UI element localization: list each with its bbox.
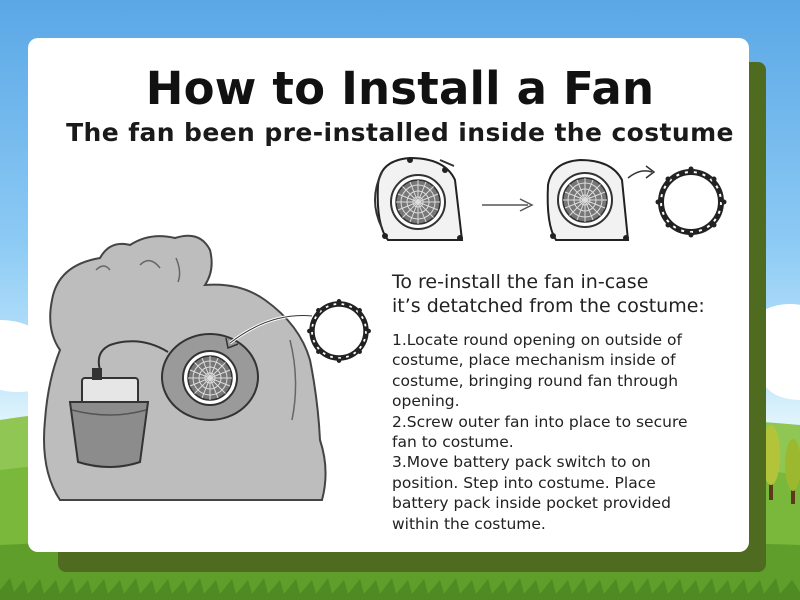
step-line: opening.	[392, 392, 460, 411]
tree-icon	[762, 425, 780, 500]
reinstall-line-2: it’s detatched from the costume:	[392, 295, 705, 317]
step-line: fan to costume.	[392, 433, 514, 452]
reinstall-heading: To re-install the fan in-case it’s detat…	[392, 270, 752, 318]
fan-icon	[161, 333, 259, 421]
step-line: position. Step into costume. Place	[392, 473, 656, 492]
fan-icon	[546, 158, 656, 241]
page-title: How to Install a Fan	[145, 62, 655, 115]
step-line: 1.Locate round opening on outside of	[392, 331, 682, 349]
fan-ring-icon	[656, 167, 727, 238]
arrow-icon	[482, 198, 534, 212]
battery-pack-icon	[68, 368, 150, 468]
step-line: costume, bringing round fan through	[392, 371, 679, 390]
fan-ring-icon	[307, 299, 371, 363]
step-line: battery pack inside pocket provided	[392, 494, 671, 513]
tree-icon	[785, 439, 800, 504]
page-subtitle: The fan been pre-installed inside the co…	[66, 118, 734, 147]
fan-icon	[374, 156, 464, 241]
instruction-steps: 1.Locate round opening on outside of cos…	[392, 330, 742, 534]
step-line: 2.Screw outer fan into place to secure	[392, 412, 688, 431]
step-line: within the costume.	[392, 514, 546, 533]
step-line: costume, place mechanism inside of	[392, 351, 676, 370]
step-line: 3.Move battery pack switch to on	[392, 453, 651, 472]
reinstall-line-1: To re-install the fan in-case	[392, 271, 649, 293]
